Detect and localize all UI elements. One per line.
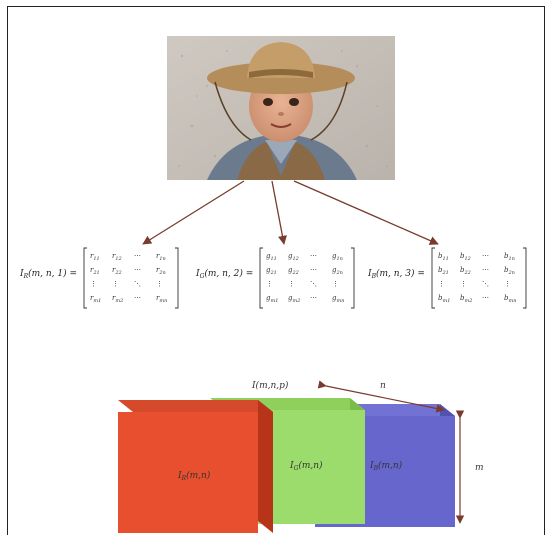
- channel-matrices: IR(m, n, 1) = r11 r12 ⋯ r1n r21 r22 ⋯ r2n ⋮ ⋮ ⋱ ⋮ rm1…: [19, 247, 527, 309]
- figure-frame: [7, 6, 545, 535]
- matrix-entry: rmn: [156, 294, 167, 304]
- arrow-to-blue-matrix: [293, 180, 439, 245]
- matrix-entry: ⋮: [156, 280, 163, 288]
- matrix-label: IG(m, n, 2) =: [195, 268, 253, 280]
- matrix-entry: bm1: [438, 294, 450, 304]
- matrix-label: IB(m, n, 3) =: [367, 268, 425, 280]
- matrix-entry: g22: [288, 266, 299, 276]
- matrix-entry: ⋯: [310, 266, 317, 274]
- matrix-entry: r22: [112, 266, 122, 276]
- stack-label: I(m,n,p): [251, 380, 289, 391]
- matrix-entry: ⋱: [134, 280, 141, 288]
- red-layer-label: IR(m,n): [177, 470, 211, 482]
- matrix-entry: rm2: [112, 294, 123, 304]
- matrix-entry: b21: [438, 266, 449, 276]
- matrix-entry: b22: [460, 266, 471, 276]
- matrix-entry: ⋮: [504, 280, 511, 288]
- matrix-entry: r21: [90, 266, 100, 276]
- matrix-entry: gmn: [332, 294, 344, 304]
- arrow-to-red-matrix: [142, 180, 245, 245]
- red-layer-top: [118, 400, 273, 412]
- matrix-entry: ⋮: [266, 280, 273, 288]
- matrix-entry: g1n: [332, 252, 343, 262]
- matrix-entry: b11: [438, 252, 449, 262]
- matrix-entry: ⋱: [310, 280, 317, 288]
- matrix-entry: b1n: [504, 252, 515, 262]
- matrix-entry: ⋯: [482, 266, 489, 274]
- matrix-entry: ⋮: [438, 280, 445, 288]
- matrix-entry: ⋮: [90, 280, 97, 288]
- matrix-entry: ⋮: [332, 280, 339, 288]
- matrix-entry: r2n: [156, 266, 166, 276]
- matrix-entry: ⋯: [134, 294, 141, 302]
- left-bracket: [259, 247, 263, 309]
- n-label: n: [380, 381, 386, 391]
- matrix-entry: rm1: [90, 294, 101, 304]
- matrix-label: IR(m, n, 1) =: [19, 268, 77, 280]
- matrix-entry: r1n: [156, 252, 166, 262]
- arrow-to-green-matrix: [271, 180, 287, 245]
- matrix-entry: b2n: [504, 266, 515, 276]
- matrix-entry: ⋮: [288, 280, 295, 288]
- matrix-b: IB(m, n, 3) = b11 b12 ⋯ b1n b21 b22 ⋯ b2n ⋮ ⋮ ⋱ ⋮ bm1…: [367, 247, 527, 309]
- matrix-entry: ⋯: [310, 252, 317, 260]
- matrix-entry: g11: [266, 252, 277, 262]
- matrix-entry: r11: [90, 252, 100, 262]
- green-layer-label: IG(m,n): [289, 460, 323, 472]
- matrix-entry: bmn: [504, 294, 516, 304]
- matrix-entry: b12: [460, 252, 471, 262]
- n-dimension-arrow: [317, 380, 445, 413]
- matrix-entry: ⋯: [482, 294, 489, 302]
- matrix-entry: g12: [288, 252, 299, 262]
- matrix-entry: ⋯: [310, 294, 317, 302]
- right-bracket: [523, 247, 527, 309]
- matrix-entry: ⋯: [134, 266, 141, 274]
- right-bracket: [351, 247, 355, 309]
- matrix-r: IR(m, n, 1) = r11 r12 ⋯ r1n r21 r22 ⋯ r2n ⋮ ⋮ ⋱ ⋮ rm1…: [19, 247, 179, 309]
- right-bracket: [175, 247, 179, 309]
- channel-stack: IR(m,n) IG(m,n) IB(m,n) I(m,n,p) n m: [118, 380, 484, 533]
- left-bracket: [83, 247, 87, 309]
- matrix-entry: ⋯: [482, 252, 489, 260]
- matrix-entry: bm2: [460, 294, 472, 304]
- matrix-g: IG(m, n, 2) = g11 g12 ⋯ g1n g21 g22 ⋯ g2n ⋮ ⋮ ⋱ ⋮ gm1…: [195, 247, 355, 309]
- matrix-entry: g2n: [332, 266, 343, 276]
- left-bracket: [431, 247, 435, 309]
- m-label: m: [475, 463, 484, 473]
- matrix-entry: ⋱: [482, 280, 489, 288]
- matrix-entry: r12: [112, 252, 122, 262]
- matrix-entry: ⋯: [134, 252, 141, 260]
- blue-layer-label: IB(m,n): [369, 460, 403, 472]
- red-layer-side: [258, 400, 273, 533]
- red-layer-front: [118, 412, 258, 533]
- matrix-entry: gm1: [266, 294, 278, 304]
- matrix-entry: g21: [266, 266, 277, 276]
- child-photo: [167, 36, 395, 180]
- matrix-entry: ⋮: [460, 280, 467, 288]
- matrix-entry: ⋮: [112, 280, 119, 288]
- matrix-entry: gm2: [288, 294, 300, 304]
